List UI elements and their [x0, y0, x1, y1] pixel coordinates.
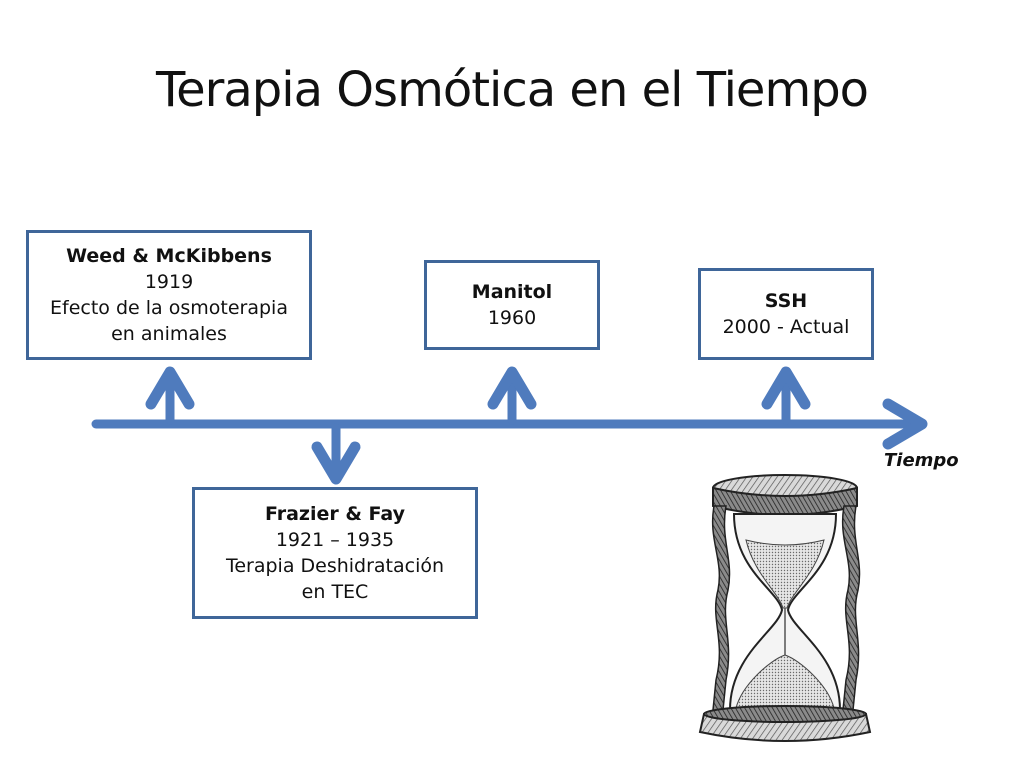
ssh-arrowhead [761, 366, 811, 410]
timeline-arrowhead [882, 398, 928, 450]
event-line: en animales [111, 323, 227, 345]
event-line: 1921 – 1935 [275, 529, 395, 551]
event-line: 1919 [144, 271, 194, 293]
event-title: Weed & McKibbens [66, 245, 272, 267]
event-title: Manitol [471, 281, 553, 303]
event-line: 1960 [487, 307, 537, 329]
slide-title: Terapia Osmótica en el Tiempo [155, 62, 869, 118]
event-line: Efecto de la osmoterapia [50, 297, 288, 319]
event-manitol: Manitol 1960 [424, 260, 600, 350]
manitol-arrowhead [487, 366, 537, 410]
event-line: 2000 - Actual [722, 316, 850, 338]
event-ssh: SSH 2000 - Actual [698, 268, 874, 360]
event-line: en TEC [301, 581, 369, 603]
weed-arrowhead [145, 366, 195, 410]
event-weed: Weed & McKibbens 1919 Efecto de la osmot… [26, 230, 312, 360]
axis-label: Tiempo [884, 450, 959, 471]
event-line: Terapia Deshidratación [225, 555, 445, 577]
frazier-arrowhead [311, 441, 361, 485]
event-title: Frazier & Fay [264, 503, 406, 525]
event-title: SSH [764, 290, 808, 312]
event-frazier: Frazier & Fay 1921 – 1935 Terapia Deshid… [192, 487, 478, 619]
hourglass-icon [698, 474, 872, 742]
